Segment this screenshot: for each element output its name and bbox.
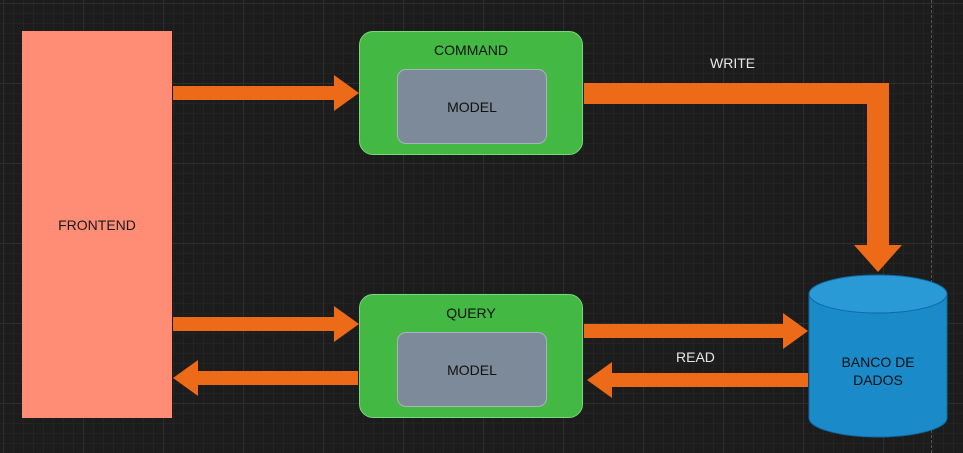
arrow-frontend-to-command[interactable] (173, 75, 359, 111)
command-title: COMMAND (434, 42, 508, 58)
page-guide-line (931, 0, 932, 453)
command-node[interactable]: COMMAND MODEL (359, 31, 583, 155)
arrow-query-to-frontend[interactable] (173, 360, 358, 396)
database-label: BANCO DE DADOS (809, 353, 947, 389)
arrow-command-to-database-write[interactable] (584, 83, 902, 272)
query-title: QUERY (446, 305, 496, 321)
query-model-label: MODEL (447, 361, 497, 378)
arrow-query-to-database[interactable] (584, 313, 808, 349)
command-model-label: MODEL (447, 98, 497, 115)
database-cylinder[interactable] (808, 274, 948, 438)
write-edge-label: WRITE (710, 55, 756, 71)
frontend-label: FRONTEND (58, 216, 136, 233)
command-model-node[interactable]: MODEL (397, 69, 547, 144)
query-model-node[interactable]: MODEL (397, 332, 547, 407)
arrow-database-to-query-read[interactable] (587, 362, 808, 398)
database-label-line2: DADOS (853, 372, 903, 388)
read-edge-label: READ (676, 349, 715, 365)
arrow-frontend-to-query[interactable] (173, 306, 359, 342)
frontend-node[interactable]: FRONTEND (22, 31, 172, 418)
database-label-line1: BANCO DE (841, 354, 915, 370)
query-node[interactable]: QUERY MODEL (359, 294, 583, 418)
